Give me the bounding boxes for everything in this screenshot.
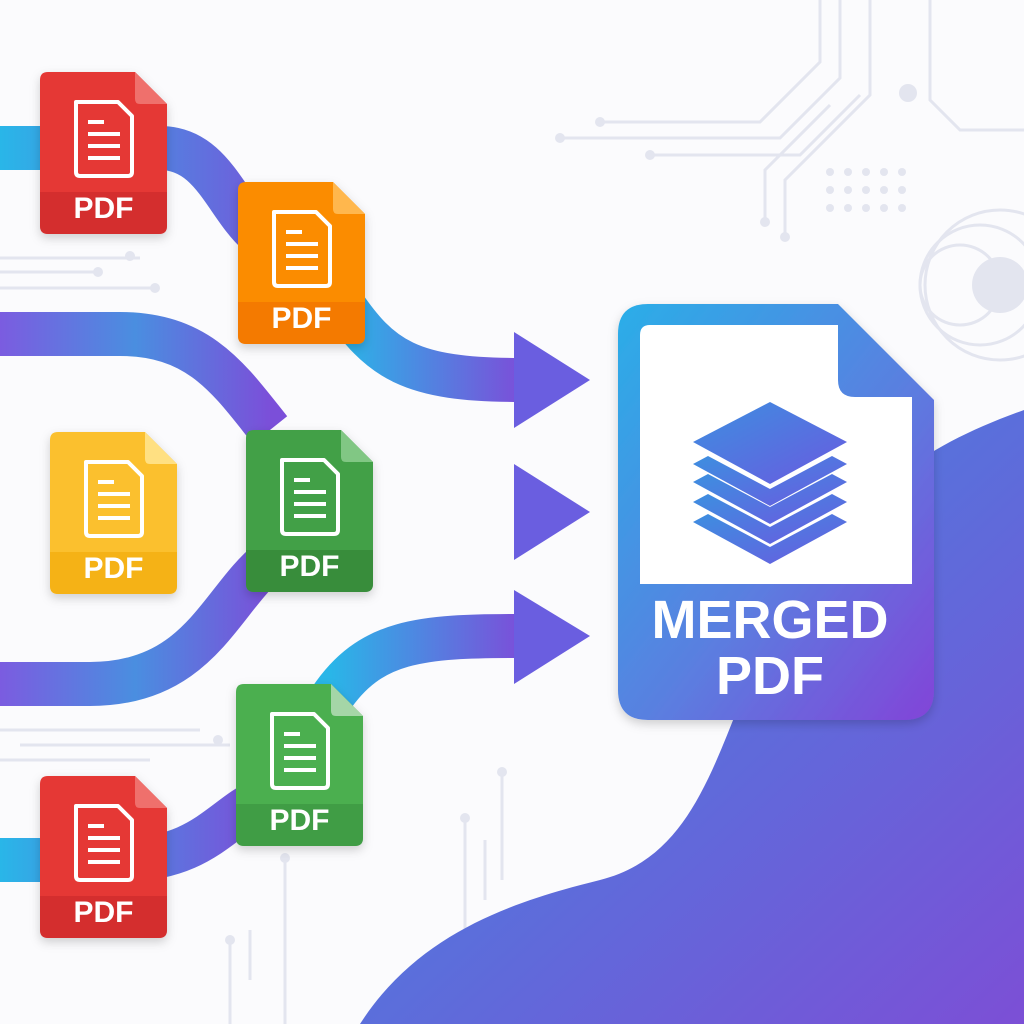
document-icon <box>270 712 330 790</box>
pdf-file-icon: PDF <box>246 430 373 592</box>
pdf-file-label: PDF <box>84 552 144 585</box>
pdf-file-icon: PDF <box>50 432 177 594</box>
flow-band <box>311 614 521 713</box>
circuit-dots <box>93 84 1024 945</box>
pdf-file-icon: PDF <box>236 684 363 846</box>
pdf-file-label: PDF <box>272 302 332 335</box>
arrow-head-icon <box>514 464 590 560</box>
layers-icon <box>693 402 847 564</box>
document-icon <box>272 210 332 288</box>
merged-title-line1: MERGED <box>651 590 888 650</box>
document-icon <box>74 100 134 178</box>
pdf-file-icon: PDF <box>40 72 167 234</box>
arrow-head-icon <box>514 332 590 428</box>
pdf-file-icon: PDF <box>238 182 365 344</box>
pdf-file-label: PDF <box>74 896 134 929</box>
flow-band <box>0 312 288 444</box>
merged-title-line2: PDF <box>716 646 824 706</box>
document-icon <box>74 804 134 882</box>
pdf-file-label: PDF <box>74 192 134 225</box>
arrow-head-icon <box>514 590 590 684</box>
flow-band <box>321 287 521 402</box>
source-files: PDF PDF PDF PDF PDF PDF <box>40 72 373 938</box>
document-icon <box>280 458 340 536</box>
pdf-file-label: PDF <box>270 804 330 837</box>
arrowheads <box>514 332 590 684</box>
document-icon <box>84 460 144 538</box>
pdf-file-icon: PDF <box>40 776 167 938</box>
pdf-file-label: PDF <box>280 550 340 583</box>
